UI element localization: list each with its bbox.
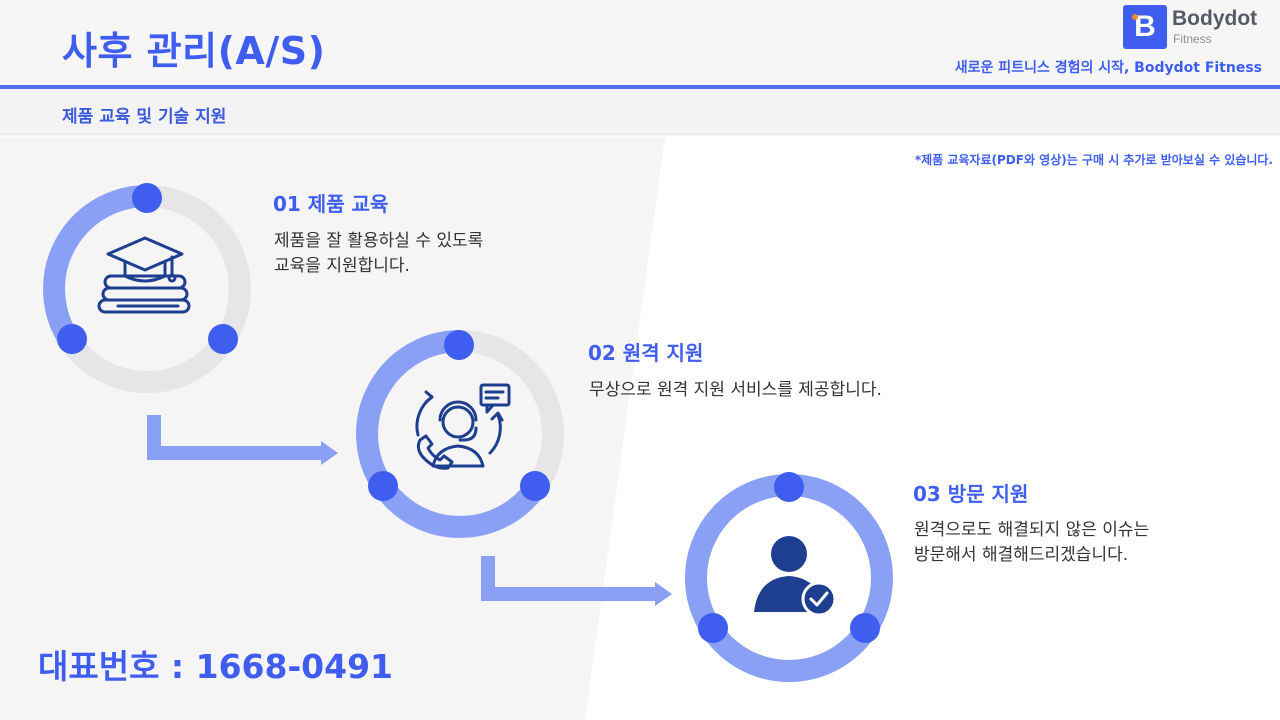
- step2-title: 02 원격 지원: [588, 341, 704, 365]
- step3-desc-line2: 방문해서 해결해드리겠습니다.: [914, 545, 1129, 565]
- ring-dot: [520, 471, 550, 501]
- graduation-cap-books-icon: [97, 236, 191, 314]
- logo-tagline: Fitness: [1173, 32, 1212, 46]
- ring-dot: [698, 613, 728, 643]
- user-check-icon: [754, 536, 837, 617]
- headset-support-icon: [415, 383, 511, 470]
- logo-dot: [1132, 14, 1138, 20]
- step2-desc-line1: 무상으로 원격 지원 서비스를 제공합니다.: [589, 380, 882, 400]
- materials-note: *제품 교육자료(PDF와 영상)는 구매 시 추가로 받아보실 수 있습니다.: [914, 153, 1273, 167]
- page-subtitle: 제품 교육 및 기술 지원: [62, 107, 227, 127]
- logo-badge-letter: B: [1134, 10, 1156, 43]
- logo-name: Bodydot: [1172, 7, 1258, 30]
- header-divider: [0, 85, 1280, 89]
- step3-ring: [685, 472, 893, 682]
- page-title: 사후 관리(A/S): [62, 29, 326, 73]
- ring-dot: [850, 613, 880, 643]
- ring-dot: [444, 330, 474, 360]
- ring-dot: [208, 324, 238, 354]
- step1-desc-line2: 교육을 지원합니다.: [274, 256, 410, 276]
- step3-desc-line1: 원격으로도 해결되지 않은 이슈는: [914, 520, 1150, 540]
- brand-logo: B Bodydot Fitness: [1123, 5, 1273, 51]
- step2-ring: [356, 330, 564, 538]
- step1-ring: [43, 183, 251, 393]
- slogan: 새로운 피트니스 경험의 시작, Bodydot Fitness: [954, 60, 1262, 76]
- main-phone-number: 대표번호 : 1668-0491: [38, 647, 394, 686]
- subtitle-band: [0, 89, 1280, 133]
- ring-dot: [132, 183, 162, 213]
- step2-description: 무상으로 원격 지원 서비스를 제공합니다.: [589, 378, 882, 403]
- step1-description: 제품을 잘 활용하실 수 있도록 교육을 지원합니다.: [274, 229, 483, 279]
- logo-badge: B: [1123, 5, 1167, 49]
- header-band: [0, 0, 1280, 86]
- arrow-step2-to-step3-icon: [481, 556, 672, 606]
- step3-title: 03 방문 지원: [913, 482, 1029, 506]
- ring-dot: [774, 472, 804, 502]
- ring-dot: [368, 471, 398, 501]
- ring-dot: [57, 324, 87, 354]
- subtitle-band-shadow: [0, 133, 1280, 137]
- step3-description: 원격으로도 해결되지 않은 이슈는 방문해서 해결해드리겠습니다.: [914, 518, 1149, 568]
- arrow-step1-to-step2-icon: [147, 415, 338, 465]
- step1-title: 01 제품 교육: [273, 192, 389, 216]
- step1-desc-line1: 제품을 잘 활용하실 수 있도록: [274, 231, 484, 251]
